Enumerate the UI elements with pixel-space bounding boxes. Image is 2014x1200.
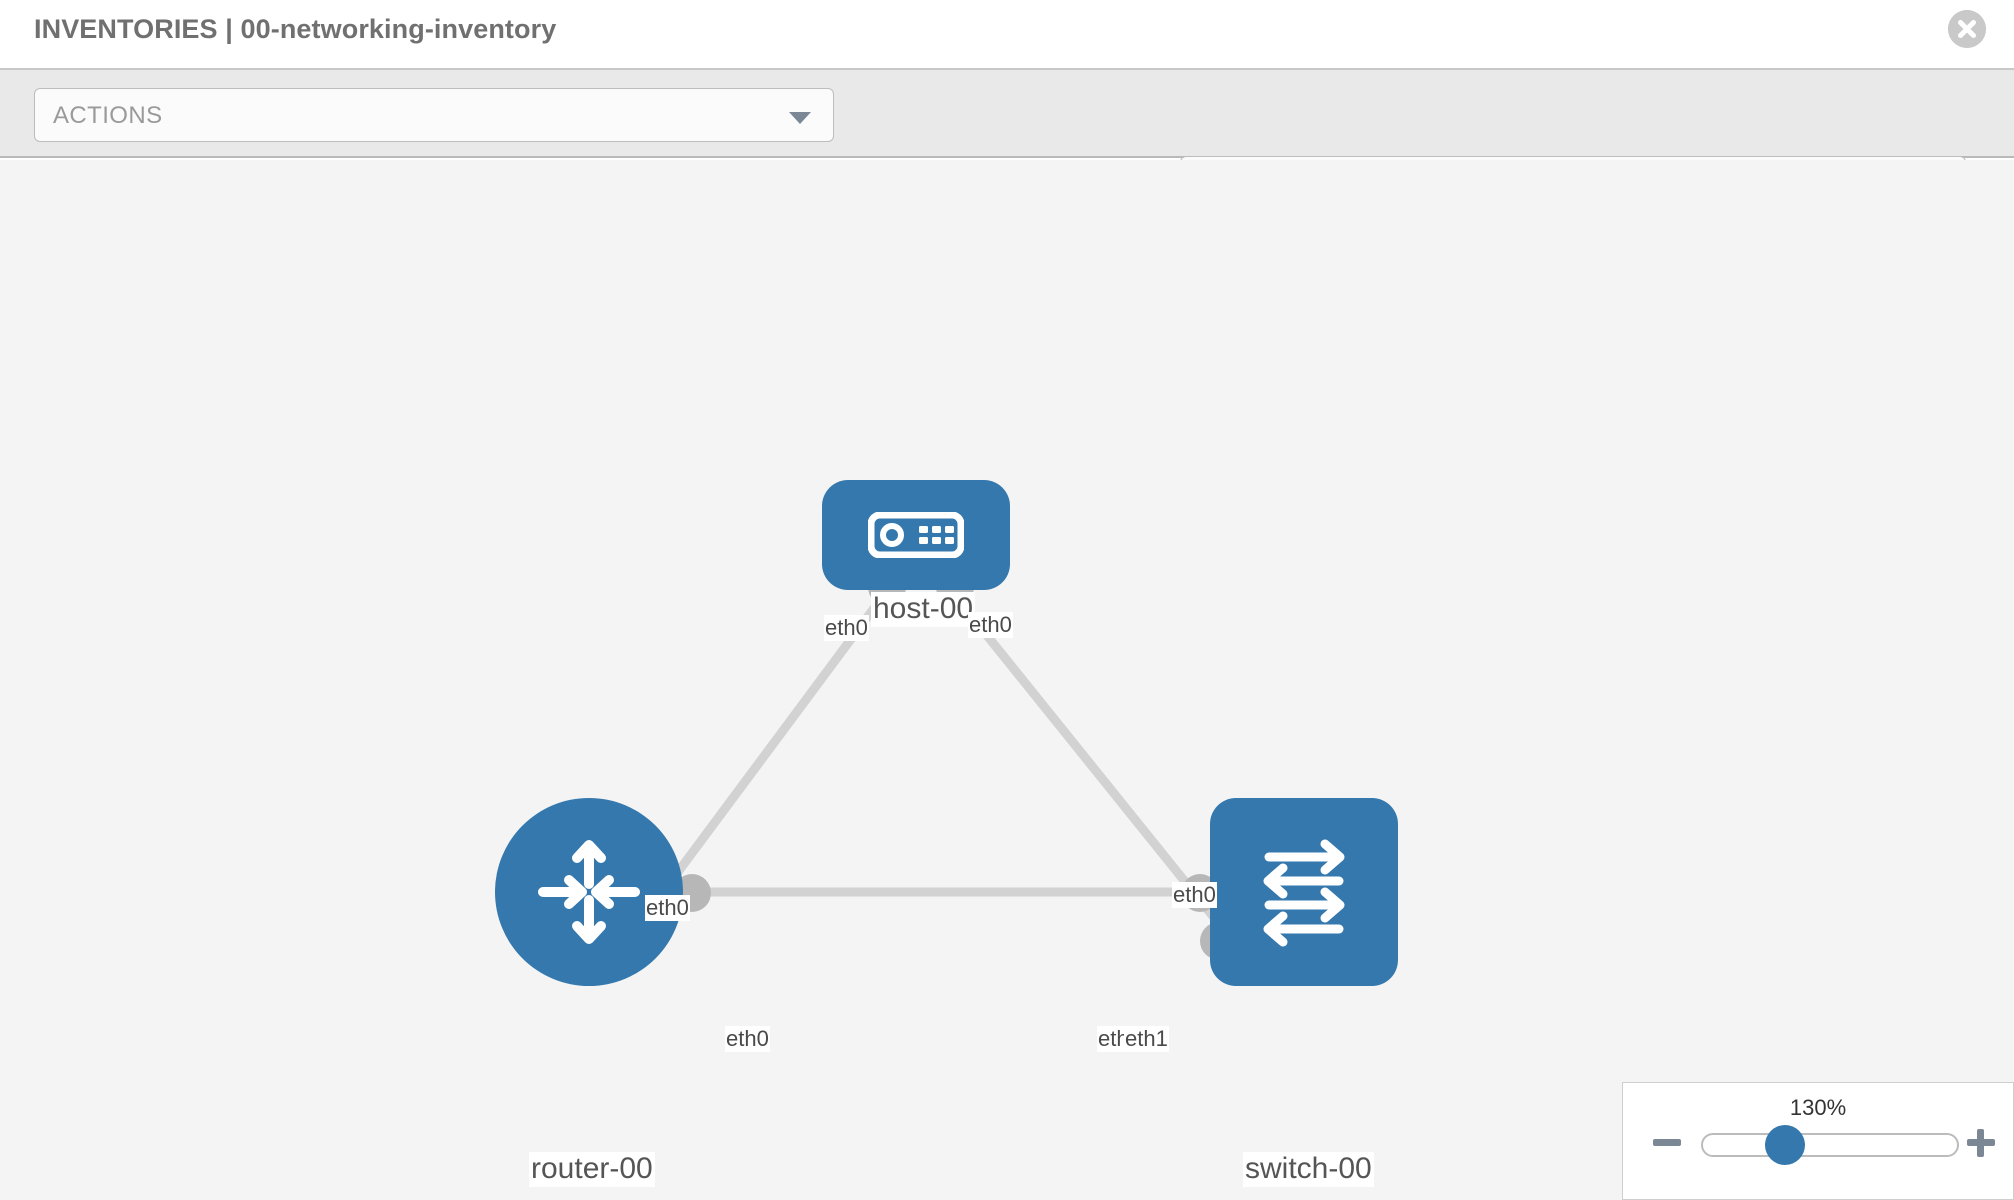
zoom-control-panel: 130% <box>1622 1082 2014 1200</box>
node-router-00-shape[interactable] <box>495 798 683 986</box>
iface-label-host-left: eth0 <box>824 615 869 642</box>
topology-links <box>616 589 1244 953</box>
iface-label-switch-left: eth1 <box>1124 1026 1169 1053</box>
minus-icon[interactable] <box>1649 1125 1685 1161</box>
zoom-slider-thumb[interactable] <box>1765 1125 1805 1165</box>
iface-label-host-right: eth0 <box>968 612 1013 639</box>
node-host-00-label: host-00 <box>871 592 976 627</box>
topology-canvas[interactable]: host-00 eth0 eth0 <box>0 160 2014 1200</box>
page-title: INVENTORIES | 00-networking-inventory <box>34 14 557 44</box>
plus-icon[interactable] <box>1963 1125 1999 1161</box>
node-router-00-label: router-00 <box>529 1152 655 1187</box>
iface-label-router-right: eth0 <box>725 1026 770 1053</box>
server-icon <box>868 512 964 558</box>
actions-dropdown[interactable]: ACTIONS <box>34 88 834 142</box>
zoom-slider[interactable] <box>1701 1133 1959 1157</box>
node-router-00[interactable] <box>495 798 683 986</box>
iface-label-router-upper: eth0 <box>645 895 690 922</box>
iface-label-switch-upper: eth0 <box>1172 882 1217 909</box>
switch-arrows-icon <box>1263 839 1345 947</box>
close-icon[interactable] <box>1948 10 1986 48</box>
page-header: INVENTORIES | 00-networking-inventory <box>0 0 2014 68</box>
node-host-00-shape[interactable] <box>822 480 1010 590</box>
router-arrows-icon <box>538 840 640 944</box>
toolbar: ACTIONS SEARCH <box>0 68 2014 210</box>
zoom-level-value: 130% <box>1789 1095 1847 1120</box>
node-switch-00-label: switch-00 <box>1243 1152 1374 1187</box>
node-switch-00[interactable] <box>1210 798 1398 986</box>
node-switch-00-shape[interactable] <box>1210 798 1398 986</box>
node-host-00[interactable] <box>822 480 1010 590</box>
actions-dropdown-label: ACTIONS <box>53 102 163 129</box>
chevron-down-icon <box>789 112 811 124</box>
